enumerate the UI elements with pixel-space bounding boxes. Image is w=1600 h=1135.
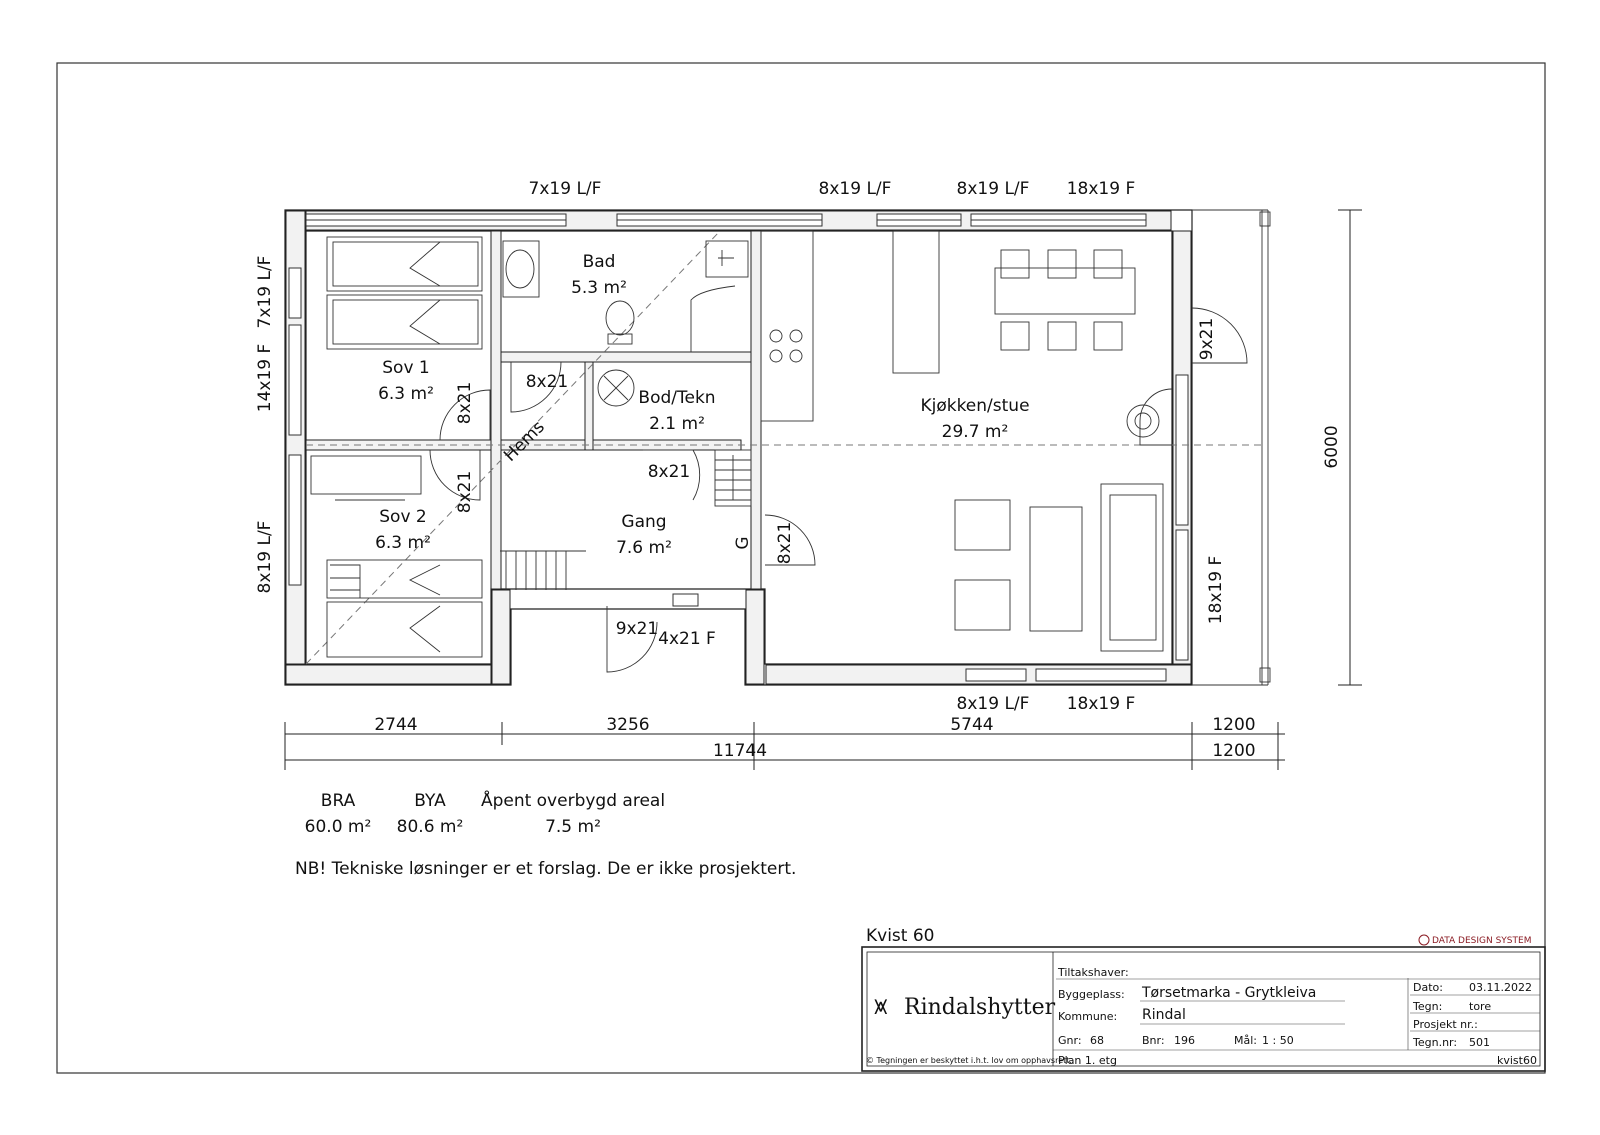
- door-label-bad: 8x21: [526, 372, 569, 392]
- tegnnr-value: 501: [1469, 1036, 1490, 1049]
- drawing-code: kvist60: [1497, 1054, 1537, 1067]
- bod-fixtures: [597, 369, 635, 407]
- bya-label: BYA: [414, 791, 446, 811]
- byggeplass-value: Tørsetmarka - Grytkleiva: [1141, 985, 1316, 1001]
- window-labels: 7x19 L/F 8x19 L/F 8x19 L/F 18x19 F 7x19 …: [255, 179, 1226, 714]
- kitchen-fixtures: [500, 230, 1173, 652]
- bya-value: 80.6 m²: [397, 817, 464, 837]
- room-area-sov1: 6.3 m²: [378, 384, 434, 404]
- tegn-value: tore: [1469, 1000, 1491, 1013]
- bra-label: BRA: [321, 791, 356, 811]
- door-swings: [429, 307, 1248, 673]
- area-summary: BRA 60.0 m² BYA 80.6 m² Åpent overbygd a…: [295, 789, 796, 879]
- door-label-sov2: 8x21: [455, 471, 475, 514]
- bnr-label: Bnr:: [1142, 1034, 1165, 1047]
- room-area-kjokken: 29.7 m²: [942, 422, 1009, 442]
- gnr-label: Gnr:: [1058, 1034, 1082, 1047]
- open-area-label: Åpent overbygd areal: [481, 789, 665, 811]
- plan-label: Plan 1. etg: [1058, 1054, 1117, 1067]
- room-area-sov2: 6.3 m²: [375, 533, 431, 553]
- room-area-gang: 7.6 m²: [616, 538, 672, 558]
- room-area-bod: 2.1 m²: [649, 414, 705, 434]
- tegn-label: Tegn:: [1412, 1000, 1442, 1013]
- title-block: Kvist 60 DATA DESIGN SYSTEM ⩙ Rindalshyt…: [861, 926, 1546, 1072]
- g-label: G: [733, 536, 753, 549]
- dim-2744: 2744: [374, 715, 417, 735]
- door-label-entry: 9x21: [616, 619, 659, 639]
- dimension-lines: [284, 209, 1362, 770]
- dim-5744: 5744: [950, 715, 993, 735]
- door-label-gang: 8x21: [775, 522, 795, 565]
- tiltakshaver-label: Tiltakshaver:: [1057, 966, 1129, 979]
- byggeplass-label: Byggeplass:: [1058, 988, 1125, 1001]
- room-name-bad: Bad: [583, 252, 616, 272]
- door-label-sov1: 8x21: [455, 382, 475, 425]
- brand-logo-icon: ⩙: [874, 992, 888, 1020]
- window-label-bottom-2: 18x19 F: [1067, 694, 1136, 714]
- room-name-sov1: Sov 1: [382, 358, 429, 378]
- dim-1200-bottom: 1200: [1212, 741, 1255, 761]
- model-name: Kvist 60: [866, 926, 935, 946]
- stairs: [714, 449, 752, 507]
- bra-value: 60.0 m²: [305, 817, 372, 837]
- beds-sov1: [326, 236, 483, 350]
- maal-label: Mål:: [1234, 1034, 1257, 1047]
- sheet-border: [56, 62, 1546, 1074]
- door-label-terrace: 9x21: [1197, 318, 1217, 361]
- loft-lines: [305, 230, 1262, 665]
- room-name-sov2: Sov 2: [379, 507, 426, 527]
- window-label-top-4: 18x19 F: [1067, 179, 1136, 199]
- dim-1200-top: 1200: [1212, 715, 1255, 735]
- maal-value: 1 : 50: [1262, 1034, 1294, 1047]
- window-label-entry: 4x21 F: [658, 629, 716, 649]
- copyright-text: © Tegningen er beskyttet i.h.t. lov om o…: [866, 1056, 1072, 1065]
- window-label-left-3: 8x19 L/F: [255, 521, 275, 594]
- room-name-gang: Gang: [621, 512, 666, 532]
- dim-11744: 11744: [713, 741, 767, 761]
- door-labels: 8x21 8x21 8x21 8x21 8x21 9x21 9x21 4x21 …: [455, 318, 1217, 649]
- dato-value: 03.11.2022: [1469, 981, 1532, 994]
- window-label-bottom-1: 8x19 L/F: [957, 694, 1030, 714]
- window-label-left-2: 14x19 F: [255, 344, 275, 413]
- furniture-sov2: [310, 455, 483, 658]
- window-label-top-2: 8x19 L/F: [819, 179, 892, 199]
- room-name-bod: Bod/Tekn: [638, 388, 715, 408]
- dds-logo-text: DATA DESIGN SYSTEM: [1432, 936, 1531, 946]
- gnr-value: 68: [1090, 1034, 1104, 1047]
- tegnnr-label: Tegn.nr:: [1412, 1036, 1457, 1049]
- prosjekt-label: Prosjekt nr.:: [1413, 1018, 1478, 1031]
- kommune-value: Rindal: [1142, 1007, 1186, 1023]
- dds-logo-icon: [1418, 934, 1430, 946]
- bnr-value: 196: [1174, 1034, 1195, 1047]
- windows: [288, 213, 1189, 682]
- bathroom-fixtures: [502, 240, 749, 352]
- dato-label: Dato:: [1413, 981, 1443, 994]
- window-label-top-3: 8x19 L/F: [957, 179, 1030, 199]
- open-area-value: 7.5 m²: [545, 817, 601, 837]
- window-label-top-1: 7x19 L/F: [529, 179, 602, 199]
- dim-3256: 3256: [606, 715, 649, 735]
- room-labels: Bad 5.3 m² Sov 1 6.3 m² Bod/Tekn 2.1 m² …: [375, 252, 1029, 558]
- dim-6000: 6000: [1322, 425, 1342, 468]
- door-label-bod: 8x21: [648, 462, 691, 482]
- kommune-label: Kommune:: [1058, 1010, 1117, 1023]
- technical-note: NB! Tekniske løsninger er et forslag. De…: [295, 859, 796, 879]
- dimension-labels: 2744 3256 5744 1200 11744 1200 6000: [374, 425, 1342, 761]
- window-label-left-1: 7x19 L/F: [255, 256, 275, 329]
- room-name-kjokken: Kjøkken/stue: [920, 396, 1029, 416]
- window-label-right-1: 18x19 F: [1206, 556, 1226, 625]
- room-area-bad: 5.3 m²: [571, 278, 627, 298]
- brand-name: Rindalshytter: [904, 995, 1056, 1020]
